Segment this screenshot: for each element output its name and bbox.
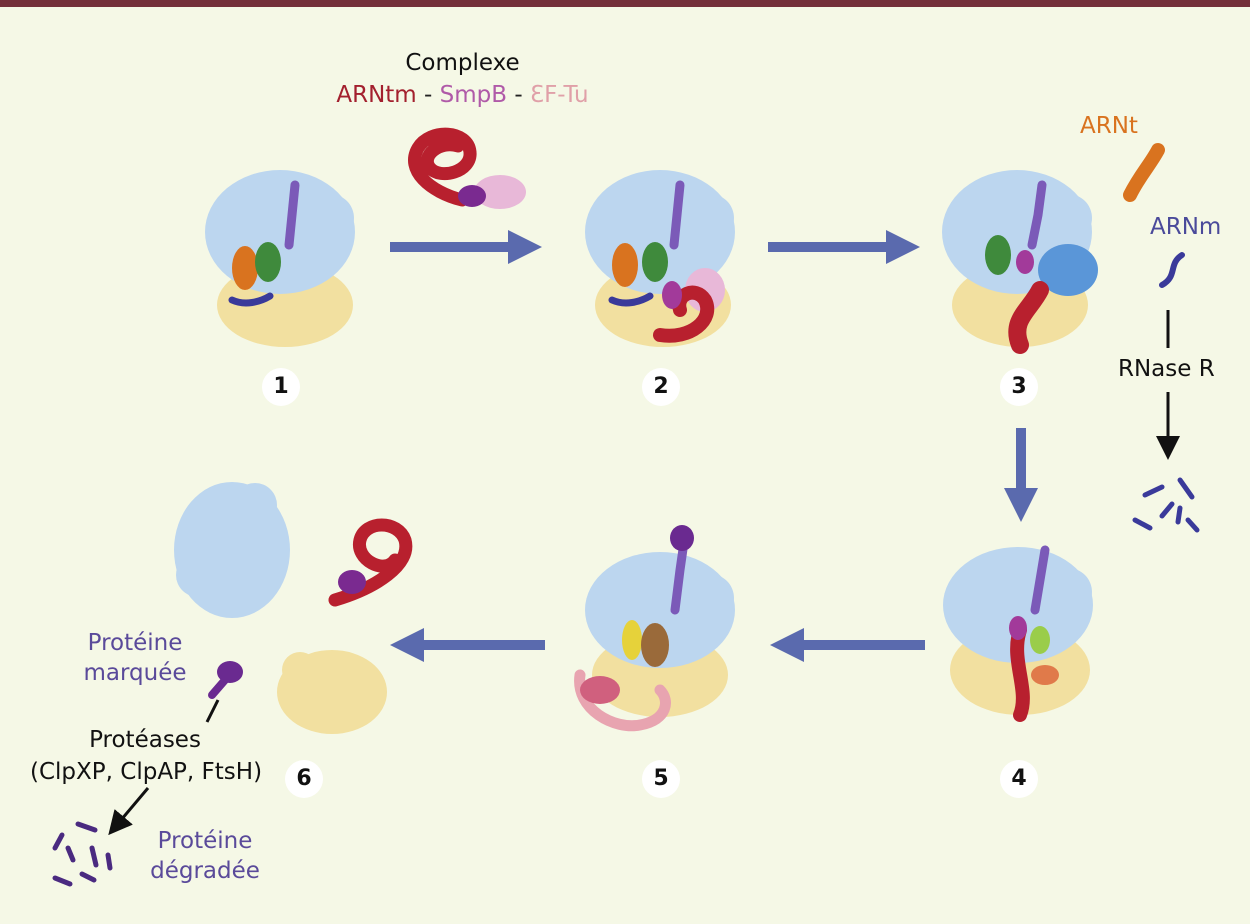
arrow-2-to-3 [768,230,920,264]
tagged-protein-label: Protéine marquée [60,628,210,688]
complex-tmrna-smpb-eftu [408,127,526,209]
top-border-bar [0,0,1250,7]
ribosome-4 [943,545,1093,722]
complex-part-smpb: SmpB [439,82,508,108]
ribosome-3 [942,170,1098,354]
step-badge-3: 3 [1000,368,1038,406]
step-badge-5: 5 [642,760,680,798]
degraded-protein-label-line1: Protéine [157,828,253,854]
degraded-protein-label: Protéine dégradée [130,826,280,886]
ribosome-5 [574,525,735,732]
released-tmrna-smpb [328,518,413,607]
small-subunit-6 [277,650,387,734]
arrow-4-to-5 [770,628,925,662]
complex-components-label: ARNtm - SmpB - ƐF-Tu [300,82,625,109]
proteases-label-line1: Protéases [89,727,201,753]
degraded-protein-fragments [52,821,113,887]
degraded-protein-label-line2: dégradée [150,858,260,884]
arrow-1-to-2 [390,230,542,264]
complex-part-ef-tu: ƐF-Tu [529,82,589,108]
step-badge-1: 1 [262,368,300,406]
tagged-protein-label-line1: Protéine [87,630,183,656]
complex-part-separator-1: - [416,82,440,108]
complex-part-tmrna: ARNtm [336,82,417,108]
tagged-protein-label-line2: marquée [83,660,187,686]
free-trna [1123,143,1165,202]
step-badge-4: 4 [1000,760,1038,798]
proteases-label: Protéases (ClpXP, ClpAP, FtsH) [30,724,263,788]
complex-part-separator-2: - [507,82,530,108]
degraded-mrna-fragments [1132,477,1200,533]
tagged-protein [208,661,243,699]
protease-arrow [108,699,220,836]
step-badge-6: 6 [285,760,323,798]
trna-label: ARNt [1080,113,1138,139]
ribosome-1 [205,170,355,347]
step-badge-2: 2 [642,368,680,406]
arrow-5-to-6 [390,628,545,662]
mrna-label: ARNm [1150,214,1222,240]
proteases-label-line2: (ClpXP, ClpAP, FtsH) [30,759,263,785]
rnase-label: RNase R [1118,356,1215,382]
large-subunit-6 [174,482,290,618]
arrow-3-to-4 [1004,428,1038,522]
ribosome-2 [585,170,735,347]
free-mrna [1159,252,1185,288]
complex-title: Complexe [405,50,520,76]
